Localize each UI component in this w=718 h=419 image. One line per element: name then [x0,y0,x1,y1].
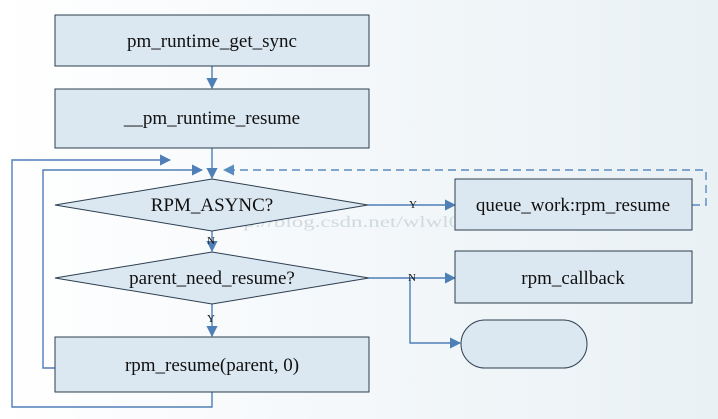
watermark-text: http://blog.csdn.net/wlwl0071986 [219,214,529,231]
node-resume-parent-label: rpm_resume(parent, 0) [125,355,299,376]
node-parent-decision-label: parent_need_resume? [129,268,295,289]
label-async-yes: Y [409,199,417,211]
node-parent-decision: parent_need_resume? [54,251,370,305]
connectors [11,66,462,408]
node-queue-work-label: queue_work:rpm_resume [476,195,670,216]
node-runtime-resume-label: __pm_runtime_resume [123,108,300,129]
node-callback-label: rpm_callback [521,268,625,289]
node-async-decision-label: RPM_ASYNC? [151,195,273,216]
node-terminal [460,319,588,369]
label-async-no: N [207,235,215,247]
node-get-sync: pm_runtime_get_sync [54,14,370,67]
node-queue-work: queue_work:rpm_resume [454,178,693,231]
node-get-sync-label: pm_runtime_get_sync [127,31,297,52]
node-callback: rpm_callback [454,250,693,304]
loop-outer-bottom [11,154,213,408]
loop-dashed-from-queue [222,164,707,206]
loop-inner-left [42,164,204,369]
label-parent-yes: Y [207,313,215,325]
arrow-to-terminal [409,278,462,349]
node-runtime-resume: __pm_runtime_resume [54,88,370,149]
node-async-decision: RPM_ASYNC? [54,178,369,232]
label-parent-no: N [408,272,416,284]
node-resume-parent: rpm_resume(parent, 0) [54,336,370,393]
